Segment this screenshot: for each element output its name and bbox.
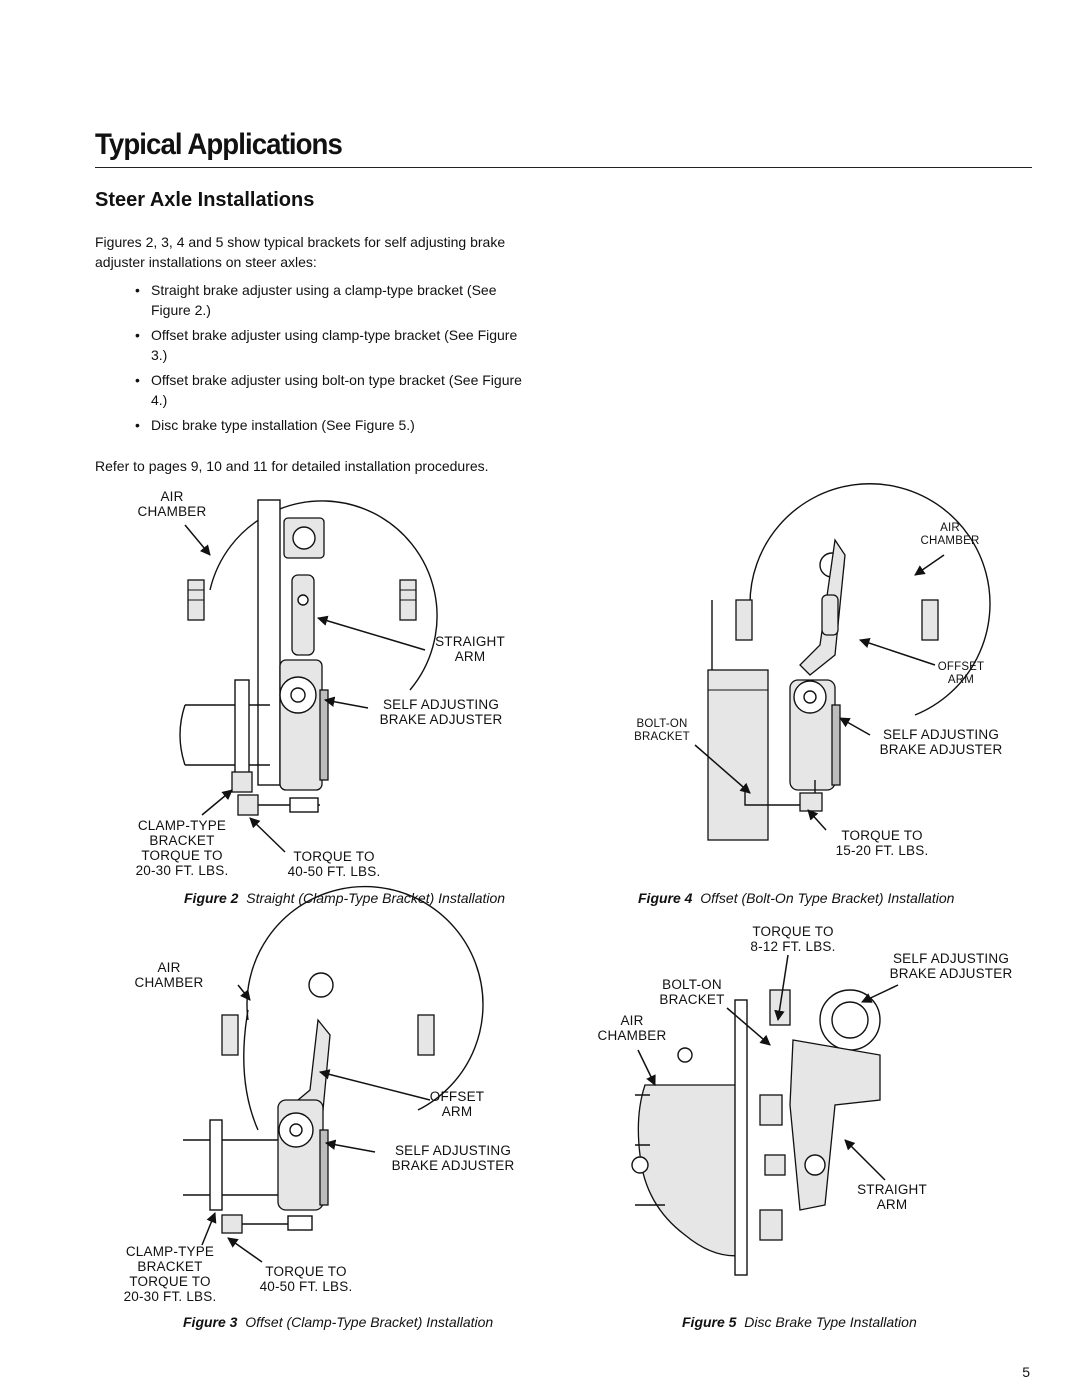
fig4-air-chamber-label: AIR CHAMBER	[920, 522, 980, 547]
fig3-clamp-bracket-label: CLAMP-TYPE BRACKET TORQUE TO 20-30 FT. L…	[123, 1244, 217, 1304]
intro-paragraph: Figures 2, 3, 4 and 5 show typical brack…	[95, 234, 506, 270]
fig5-self-adjusting-label: SELF ADJUSTING BRAKE ADJUSTER	[889, 951, 1013, 981]
fig4-bolt-on-label: BOLT-ON BRACKET	[634, 718, 690, 743]
fig4-torque-label: TORQUE TO 15-20 FT. LBS.	[835, 828, 929, 858]
fig2-clamp-bracket-label: CLAMP-TYPE BRACKET TORQUE TO 20-30 FT. L…	[135, 818, 229, 878]
figure-3-illustration	[183, 885, 484, 1234]
figure-2-illustration	[179, 499, 438, 816]
figure-2-title: Straight (Clamp-Type Bracket) Installati…	[246, 890, 506, 906]
fig3-torque-label: TORQUE TO 40-50 FT. LBS.	[259, 1264, 353, 1294]
page-title: Typical Applications	[95, 128, 343, 161]
section-heading: Steer Axle Installations	[95, 189, 315, 211]
figure-5-title: Disc Brake Type Installation	[744, 1314, 917, 1330]
fig3-self-adjusting-label: SELF ADJUSTING BRAKE ADJUSTER	[391, 1143, 515, 1173]
bullet-list: Straight brake adjuster using a clamp-ty…	[135, 280, 535, 440]
bullet-item: Offset brake adjuster using bolt-on type…	[135, 370, 535, 410]
bullet-item: Offset brake adjuster using clamp-type b…	[135, 325, 535, 365]
fig5-torque-label: TORQUE TO 8-12 FT. LBS.	[750, 924, 836, 954]
fig5-straight-arm-label: STRAIGHT ARM	[857, 1182, 927, 1212]
figure-5-number: Figure 5	[682, 1314, 737, 1330]
figure-5-illustration	[631, 989, 881, 1276]
fig2-air-chamber-label: AIR CHAMBER	[137, 489, 207, 519]
bullet-item: Disc brake type installation (See Figure…	[135, 415, 535, 435]
title-rule	[95, 167, 1032, 168]
bullet-item: Straight brake adjuster using a clamp-ty…	[135, 280, 535, 320]
fig3-offset-arm-label: OFFSET ARM	[429, 1089, 485, 1119]
fig4-self-adjusting-label: SELF ADJUSTING BRAKE ADJUSTER	[879, 727, 1003, 757]
figure-3-title: Offset (Clamp-Type Bracket) Installation	[245, 1314, 494, 1330]
fig2-straight-arm-label: STRAIGHT ARM	[435, 634, 505, 664]
fig5-air-chamber-label: AIR CHAMBER	[597, 1013, 667, 1043]
figure-3-caption: Figure 3 Offset (Clamp-Type Bracket) Ins…	[183, 1314, 493, 1330]
figure-4-illustration	[707, 483, 991, 841]
fig2-torque-label: TORQUE TO 40-50 FT. LBS.	[287, 849, 381, 879]
fig2-self-adjusting-label: SELF ADJUSTING BRAKE ADJUSTER	[379, 697, 503, 727]
fig5-bolt-on-label: BOLT-ON BRACKET	[659, 977, 725, 1007]
refer-paragraph: Refer to pages 9, 10 and 11 for detailed…	[95, 458, 489, 474]
figure-2-caption: Figure 2 Straight (Clamp-Type Bracket) I…	[184, 890, 505, 906]
figure-5-caption: Figure 5 Disc Brake Type Installation	[682, 1314, 917, 1330]
figure-3-number: Figure 3	[183, 1314, 238, 1330]
page-number: 5	[1022, 1364, 1030, 1380]
figure-4-caption: Figure 4 Offset (Bolt-On Type Bracket) I…	[638, 890, 954, 906]
figure-4-number: Figure 4	[638, 890, 693, 906]
figure-4-title: Offset (Bolt-On Type Bracket) Installati…	[700, 890, 955, 906]
fig4-offset-arm-label: OFFSET ARM	[937, 661, 985, 686]
fig3-air-chamber-label: AIR CHAMBER	[134, 960, 204, 990]
figure-2-number: Figure 2	[184, 890, 239, 906]
